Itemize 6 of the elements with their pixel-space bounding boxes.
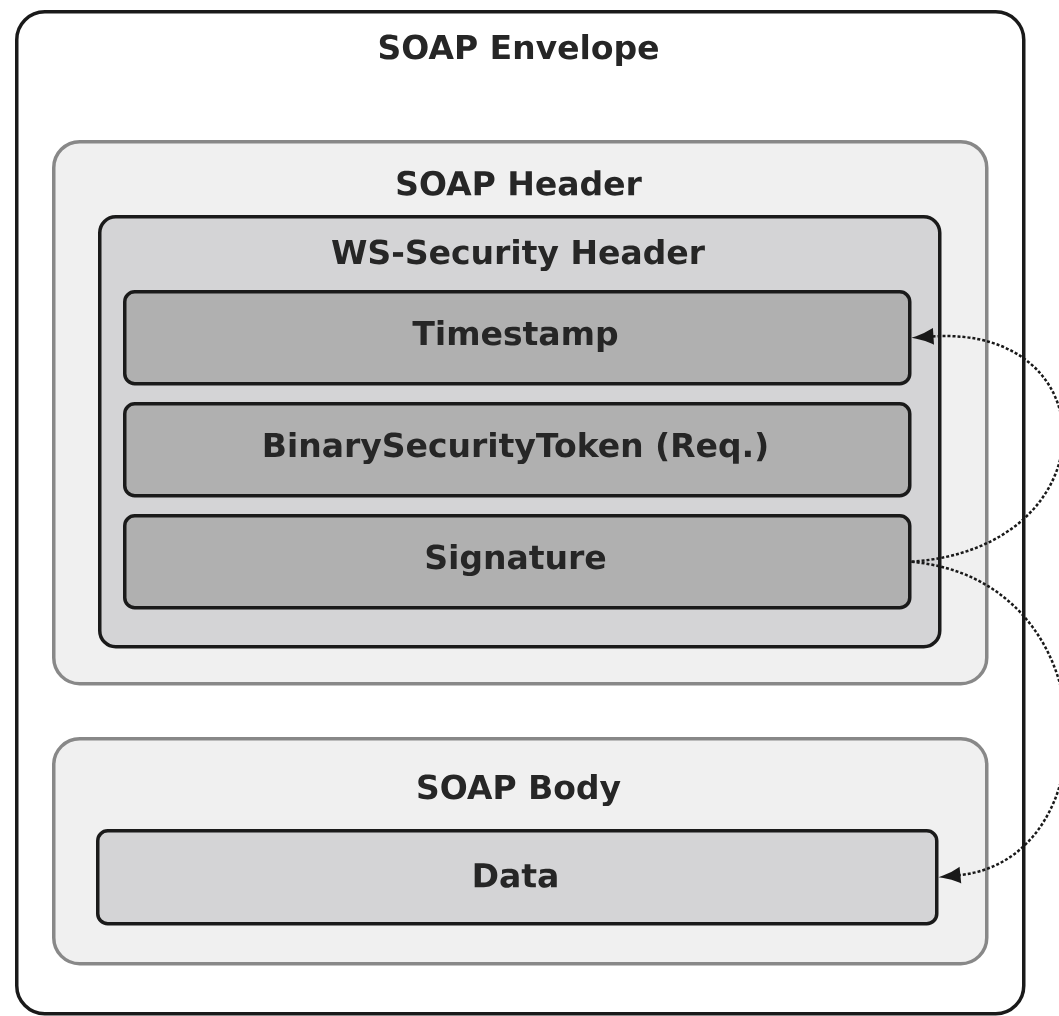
arrow: [911, 560, 1059, 883]
element-box: BinarySecurityToken (Req.): [123, 402, 912, 498]
element-box: Signature: [123, 514, 912, 610]
arrow: [911, 328, 1059, 563]
element-box: Data: [96, 829, 939, 926]
element-box: Timestamp: [123, 290, 912, 386]
